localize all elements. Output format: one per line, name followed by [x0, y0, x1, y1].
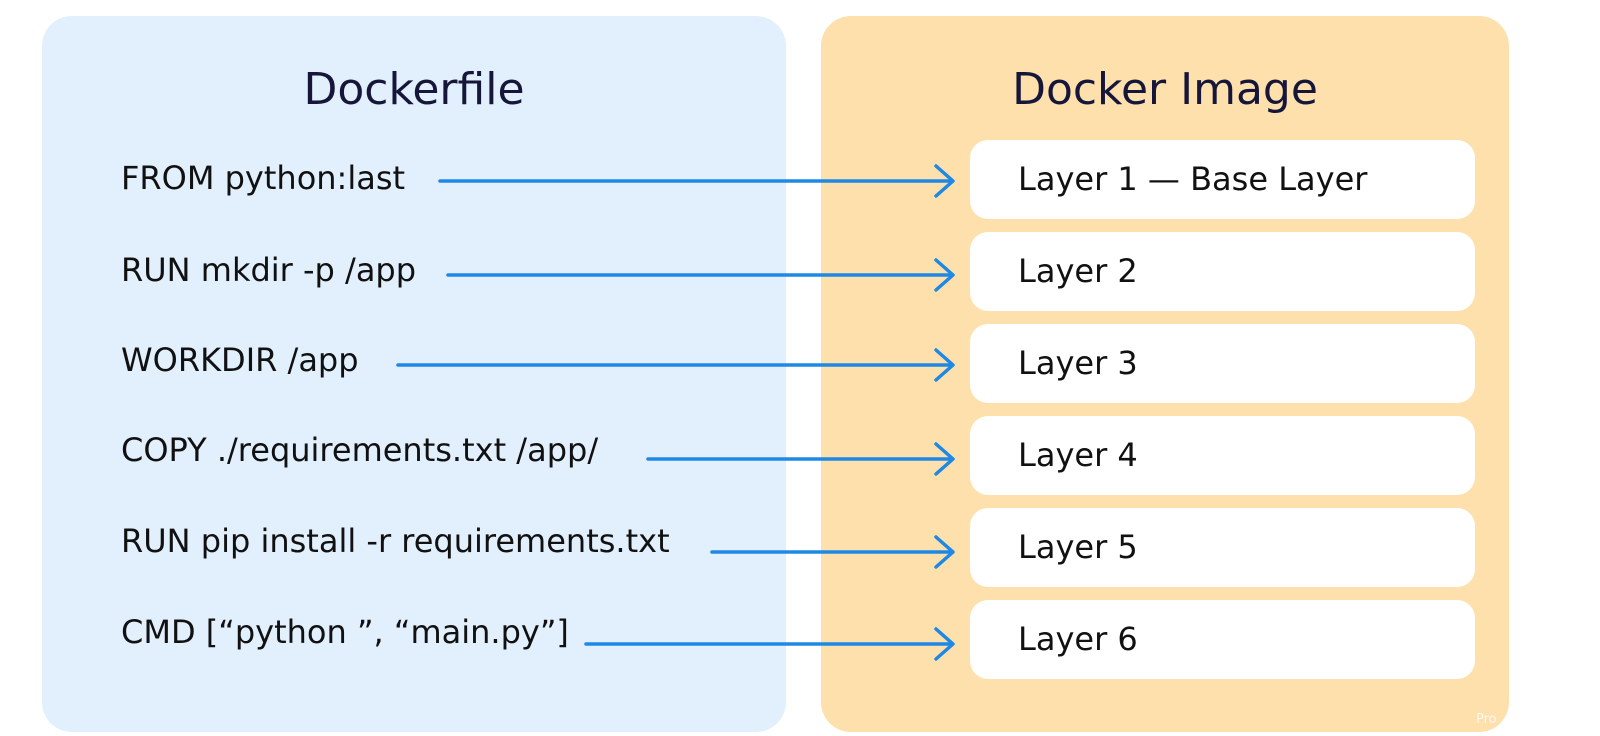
instruction-run-pip: RUN pip install -r requirements.txt: [121, 522, 670, 560]
layer-box-6: Layer 6: [970, 600, 1475, 679]
layer-label: Layer 5: [1018, 528, 1138, 566]
layer-box-2: Layer 2: [970, 232, 1475, 311]
layer-label: Layer 4: [1018, 436, 1138, 474]
layer-box-5: Layer 5: [970, 508, 1475, 587]
dockerfile-panel: Dockerfile: [42, 16, 786, 732]
layer-label: Layer 6: [1018, 620, 1138, 658]
dockerfile-title: Dockerfile: [303, 64, 525, 115]
instruction-cmd: CMD [“python ”, “main.py”]: [121, 613, 569, 651]
instruction-run-mkdir: RUN mkdir -p /app: [121, 251, 417, 289]
layer-label: Layer 2: [1018, 252, 1138, 290]
layer-box-1: Layer 1 — Base Layer: [970, 140, 1475, 219]
layer-box-4: Layer 4: [970, 416, 1475, 495]
instruction-from: FROM python:last: [121, 159, 406, 197]
instruction-workdir: WORKDIR /app: [121, 341, 359, 379]
watermark: Pro: [1476, 712, 1497, 727]
layer-box-3: Layer 3: [970, 324, 1475, 403]
layer-label: Layer 3: [1018, 344, 1138, 382]
instruction-copy: COPY ./requirements.txt /app/: [121, 431, 599, 469]
docker-image-title: Docker Image: [1012, 64, 1318, 115]
layer-label: Layer 1 — Base Layer: [1018, 160, 1368, 198]
